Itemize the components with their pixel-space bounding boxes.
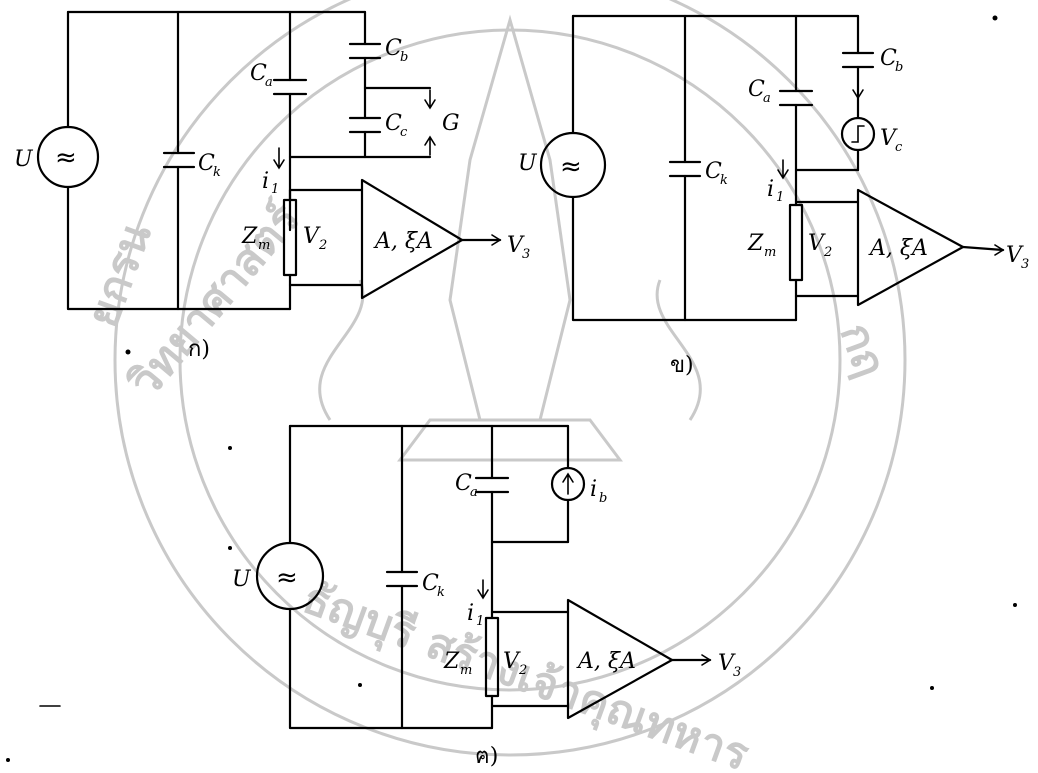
label-ib-sub-c: b [599,491,607,506]
label-u-b: U [518,151,538,176]
label-v2-a: V [303,224,321,249]
amplifier-c [566,598,674,720]
label-ca-a: C [250,61,267,86]
capacitor-ck [162,151,196,169]
label-ca-c: C [455,471,472,496]
label-zm-sub-b: m [764,245,776,260]
label-zm-c: Z [443,649,460,674]
amplifier-b [856,188,965,307]
watermark-text-left2: วิทยาศาสตร์ [119,193,311,408]
label-i1-c: i [467,601,474,626]
capacitor-cc [348,116,382,134]
resistor-zm-b [788,203,804,282]
caption-b: ข) [670,353,694,378]
capacitor-ca-b [778,89,814,107]
label-ck-c: C [422,571,439,596]
source-u-c [255,541,325,611]
label-cb-a: C [385,36,402,61]
label-cc-a: C [385,111,402,136]
label-v2-sub-b: 2 [823,245,832,260]
source-symbol-b: ≈ [560,152,582,182]
circuit-c: ≈ U C k C a i b i 1 Z m V 2 A, ξA V 3 ฅ) [232,424,741,769]
source-symbol-a: ≈ [55,143,77,173]
label-v2-sub-a: 2 [318,238,327,253]
label-i1-sub-b: 1 [776,190,784,205]
amplifier-a [360,178,464,300]
label-ca-sub-c: a [470,485,478,500]
label-ib-c: i [590,477,597,502]
label-v3-sub-a: 3 [522,247,530,262]
label-g-a: G [442,111,460,136]
capacitor-ca [272,78,308,96]
label-v3-sub-c: 3 [733,665,741,680]
label-ck-sub-a: k [213,165,221,180]
label-v3-c: V [718,651,736,676]
source-u [36,125,100,189]
label-u-a: U [14,147,34,172]
label-cc-sub-a: c [400,125,408,140]
label-amp-c: A, ξA [576,649,636,674]
label-i1-sub-a: 1 [271,182,279,197]
capacitor-ck-c [385,570,419,588]
capacitor-cb-b [841,51,875,69]
label-ck-sub-c: k [437,585,445,600]
label-cb-sub-b: b [895,60,903,75]
label-i1-sub-c: 1 [476,614,484,629]
label-amp-a: A, ξA [373,229,433,254]
label-ca-sub-a: a [265,75,273,90]
label-zm-sub-c: m [460,663,472,678]
label-ck-a: C [198,151,215,176]
source-vc [840,116,876,152]
label-cb-b: C [880,46,897,71]
label-v3-b: V [1006,243,1024,268]
capacitor-ca-c [474,476,510,494]
capacitor-ck-b [668,160,702,178]
circuit-a: ≈ U C k C a C b C c G i 1 Z m V 2 A, ξA … [14,10,530,362]
label-vc-b: V [880,126,898,151]
label-ck-sub-b: k [720,173,728,188]
label-i1-b: i [767,177,774,202]
label-cb-sub-a: b [400,50,408,65]
label-ca-sub-b: a [763,91,771,106]
label-zm-sub-a: m [258,238,270,253]
watermark-seal: ยกรน วิทยาศาสตร์ กฤ ธัญบุรี สร้างเจ้าคุณ… [77,0,907,773]
label-v3-sub-b: 3 [1021,257,1029,272]
circuit-b: ≈ U C k C a C b V c i 1 Z m V 2 A, ξA V … [518,14,1029,378]
label-ck-b: C [705,159,722,184]
label-v2-b: V [808,231,826,256]
label-u-c: U [232,567,252,592]
source-symbol-c: ≈ [276,563,298,593]
capacitor-cb [348,42,382,60]
label-zm-b: Z [747,231,764,256]
label-v3-a: V [507,233,525,258]
caption-a: ก) [188,337,210,362]
source-ib [550,466,586,502]
watermark-text-left: ยกรน [77,217,161,334]
label-v2-sub-c: 2 [518,663,527,678]
label-i1-a: i [262,169,269,194]
label-amp-b: A, ξA [868,236,928,261]
scan-specks [6,15,1017,762]
caption-c: ฅ) [475,744,498,769]
label-vc-sub-b: c [895,140,903,155]
label-v2-c: V [503,649,521,674]
label-ca-b: C [748,77,765,102]
source-u-b [539,131,607,199]
label-zm-a: Z [241,224,258,249]
